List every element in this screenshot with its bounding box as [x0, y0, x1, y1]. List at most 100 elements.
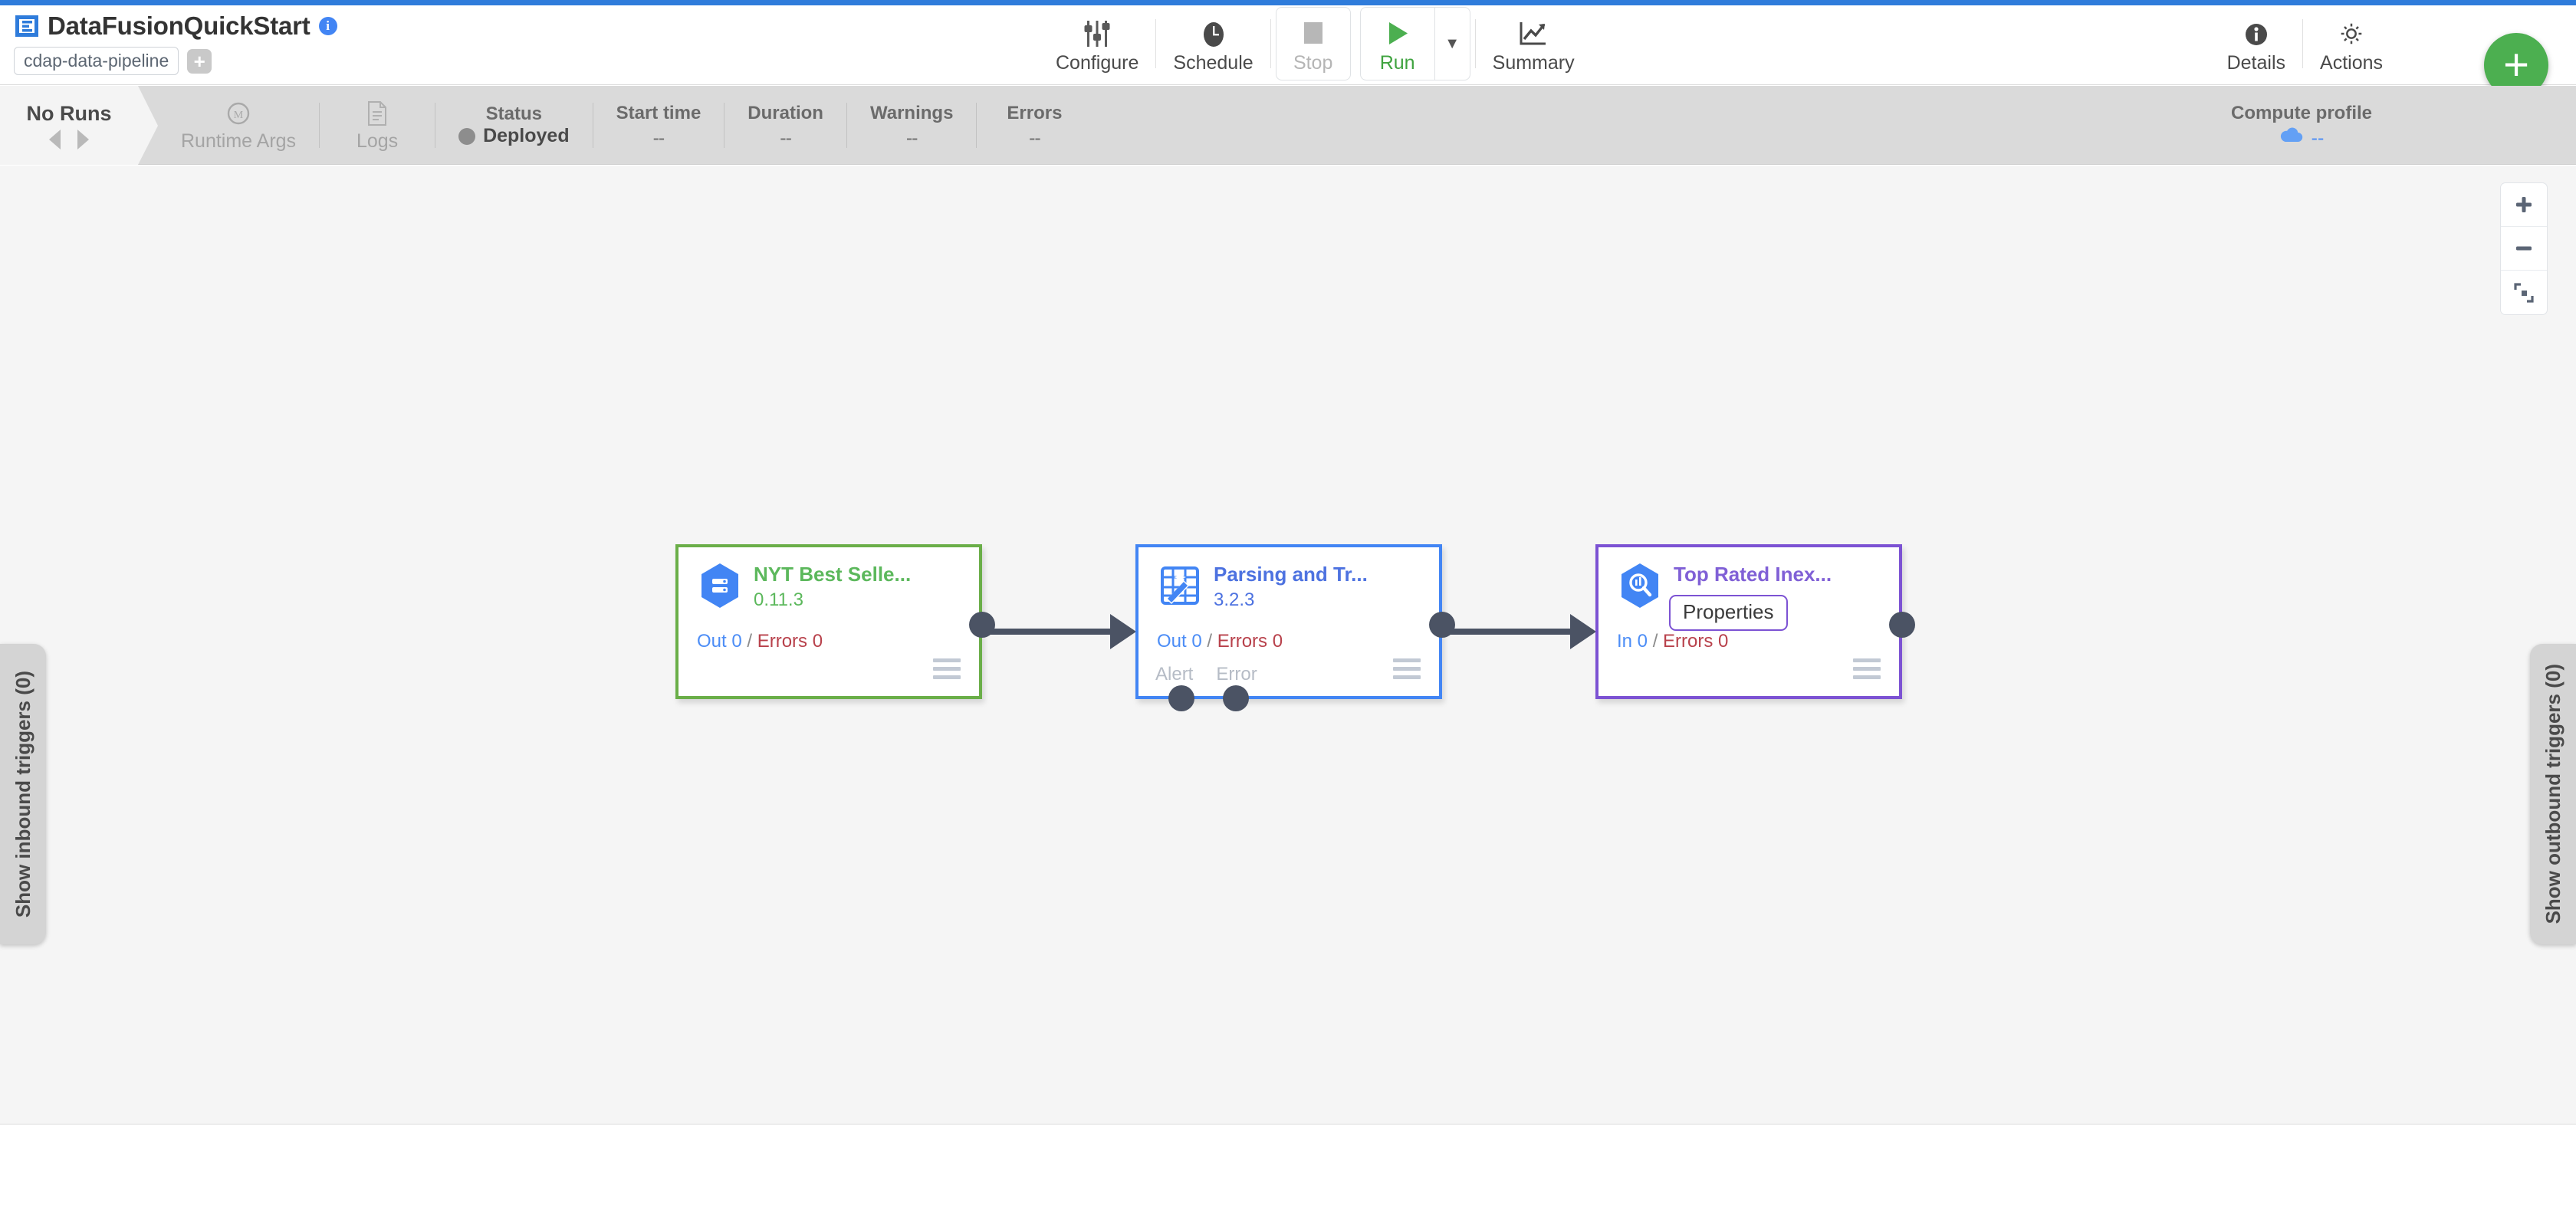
info-icon[interactable]: i: [318, 17, 337, 35]
status-metric: Status Deployed: [435, 86, 593, 165]
top-accent-bar: [0, 0, 2576, 5]
configure-button[interactable]: Configure: [1039, 7, 1155, 80]
node-metric-separator: /: [1207, 631, 1213, 652]
zoom-in-button[interactable]: [2501, 183, 2547, 227]
summary-button[interactable]: Summary: [1476, 7, 1592, 80]
node-version: 0.11.3: [754, 589, 803, 610]
no-runs-panel: No Runs: [0, 86, 158, 165]
node-menu-icon[interactable]: [933, 658, 961, 679]
configure-label: Configure: [1056, 51, 1139, 74]
macro-icon: M: [225, 100, 251, 127]
node-title: Top Rated Inex...: [1674, 563, 1832, 586]
toolbar-divider: [1270, 19, 1271, 68]
connection-line-1: [989, 629, 1116, 635]
fit-to-screen-icon: [2514, 282, 2534, 303]
node-menu-icon[interactable]: [1853, 658, 1881, 679]
node-metrics: Out 0 / Errors 0: [1157, 632, 1283, 652]
pipeline-node-sink[interactable]: Top Rated Inex... Properties In 0 / Erro…: [1595, 544, 1915, 699]
duration-metric: Duration --: [724, 86, 846, 165]
page-title: DataFusionQuickStart: [48, 11, 310, 40]
run-metrics-group: M Runtime Args Logs Status: [158, 86, 1092, 165]
plus-icon: [2516, 197, 2532, 212]
fit-to-screen-button[interactable]: [2501, 271, 2547, 314]
schedule-button[interactable]: Schedule: [1156, 7, 1270, 80]
node-error-count: Errors 0: [757, 631, 823, 652]
run-dropdown-caret-icon[interactable]: ▼: [1434, 8, 1470, 80]
warnings-value: --: [905, 126, 918, 149]
inbound-triggers-tab[interactable]: Show inbound triggers (0): [0, 644, 46, 944]
metric-divider: [976, 103, 978, 148]
node-metrics: Out 0 / Errors 0: [697, 632, 823, 652]
pipeline-top-bar: DataFusionQuickStart i cdap-data-pipelin…: [0, 5, 2576, 97]
outbound-triggers-tab[interactable]: Show outbound triggers (0): [2530, 644, 2576, 944]
logs-label: Logs: [356, 130, 399, 152]
node-properties-tooltip[interactable]: Properties: [1669, 595, 1788, 631]
cloud-icon: [2279, 127, 2304, 149]
pipeline-right-toolbar: Details Actions: [2210, 7, 2400, 80]
node-alert-port-handle[interactable]: [1168, 685, 1194, 711]
errors-metric: Errors --: [977, 86, 1092, 165]
pipeline-node-source[interactable]: NYT Best Selle... 0.11.3 Out 0 / Errors …: [675, 544, 995, 699]
previous-run-icon[interactable]: [49, 129, 61, 149]
status-label: Status: [485, 103, 542, 124]
pipeline-action-toolbar: Configure Schedule: [1039, 7, 1592, 80]
node-title: NYT Best Selle...: [754, 563, 912, 586]
document-icon: [366, 100, 388, 127]
run-button-box[interactable]: Run ▼: [1359, 7, 1470, 80]
clock-icon: [1201, 15, 1227, 48]
pipeline-canvas[interactable]: Show inbound triggers (0) Show outbound …: [0, 166, 2576, 1125]
canvas-zoom-controls: [2500, 182, 2548, 315]
zoom-out-button[interactable]: [2501, 227, 2547, 271]
add-tag-button[interactable]: +: [187, 48, 212, 74]
svg-text:M: M: [234, 110, 244, 121]
node-metric-separator: /: [747, 631, 753, 652]
pipeline-node-transform[interactable]: Parsing and Tr... 3.2.3 Out 0 / Errors 0…: [1135, 544, 1455, 711]
bigquery-source-icon: [697, 561, 743, 610]
warnings-metric: Warnings --: [847, 86, 976, 165]
stop-button[interactable]: Stop: [1276, 8, 1350, 80]
node-out-count: Out 0: [697, 631, 742, 652]
node-error-port-label: Error: [1216, 664, 1257, 685]
node-output-handle[interactable]: [1889, 612, 1915, 638]
metric-divider: [319, 103, 320, 148]
status-value: Deployed: [483, 125, 570, 146]
pipeline-logo-icon: [14, 14, 40, 38]
errors-label: Errors: [1007, 102, 1063, 123]
start-time-label: Start time: [616, 102, 702, 123]
metric-divider: [846, 103, 847, 148]
sliders-icon: [1082, 15, 1112, 48]
toolbar-divider: [1155, 19, 1157, 68]
logs-button[interactable]: Logs: [320, 86, 435, 165]
node-output-handle[interactable]: [1429, 612, 1455, 638]
outbound-triggers-label: Show outbound triggers (0): [2541, 664, 2564, 924]
summary-label: Summary: [1492, 51, 1575, 74]
gear-icon: [2336, 15, 2367, 48]
connection-line-2: [1449, 629, 1576, 635]
details-label: Details: [2226, 51, 2286, 74]
toolbar-divider: [1474, 19, 1476, 68]
no-runs-label: No Runs: [26, 101, 112, 125]
node-menu-icon[interactable]: [1393, 658, 1421, 679]
status-badge: [458, 127, 476, 145]
next-run-icon[interactable]: [77, 129, 89, 149]
compute-profile-value: --: [2311, 126, 2325, 149]
node-metric-separator: /: [1652, 631, 1658, 652]
warnings-label: Warnings: [869, 102, 954, 123]
actions-button[interactable]: Actions: [2303, 7, 2400, 80]
node-error-port-handle[interactable]: [1223, 685, 1249, 711]
errors-value: --: [1029, 126, 1041, 149]
node-output-handle[interactable]: [969, 612, 995, 638]
node-port-labels: Alert Error: [1155, 664, 1257, 685]
stop-button-box[interactable]: Stop: [1275, 7, 1351, 80]
run-button[interactable]: Run: [1361, 8, 1434, 80]
compute-profile-metric[interactable]: Compute profile --: [2231, 86, 2372, 165]
connection-arrow-2: [1570, 614, 1596, 649]
duration-label: Duration: [748, 102, 823, 123]
runtime-args-button[interactable]: M Runtime Args: [158, 86, 319, 165]
run-label: Run: [1379, 51, 1415, 74]
page-footer: [0, 1125, 2576, 1205]
artifact-type-chip: cdap-data-pipeline: [14, 47, 179, 75]
duration-value: --: [780, 126, 792, 149]
details-button[interactable]: Details: [2210, 7, 2302, 80]
line-chart-icon: [1518, 15, 1549, 48]
